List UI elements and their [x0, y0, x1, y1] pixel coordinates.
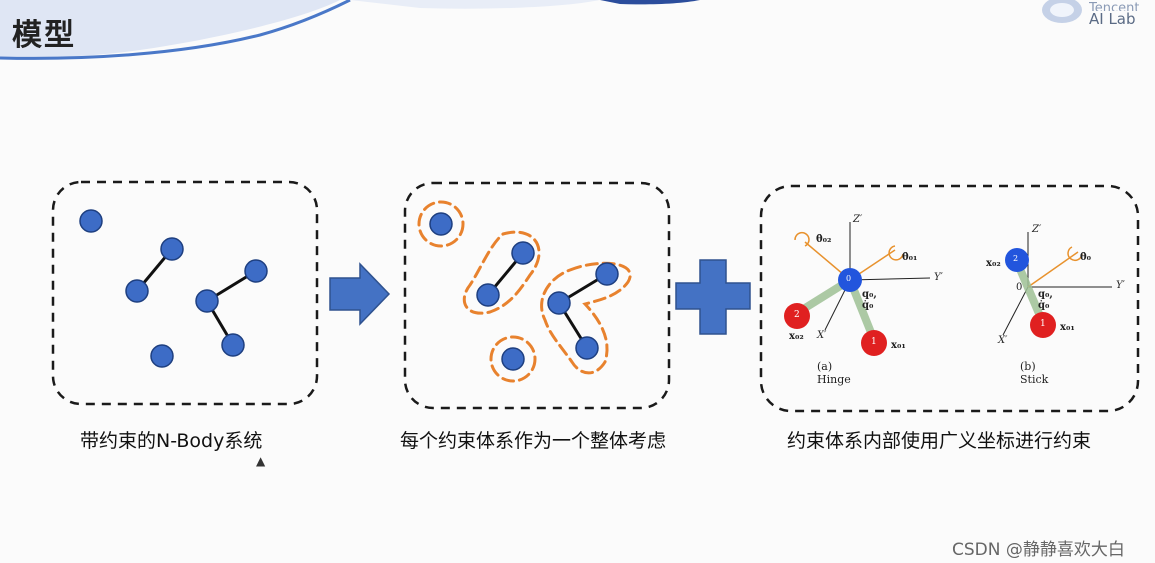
hinge-y-label: Y′ [934, 272, 943, 283]
node [429, 212, 453, 236]
node [547, 291, 571, 315]
hinge-q-label: q₀, q̇₀ [862, 289, 877, 311]
node [221, 333, 245, 357]
panel1-nodes [79, 209, 268, 368]
node [150, 344, 174, 368]
panel2-frame [403, 181, 671, 410]
hinge-x-label: X′ [817, 330, 827, 341]
ball [1030, 312, 1056, 338]
node [595, 262, 619, 286]
node [125, 279, 149, 303]
hinge-theta01: θ̇₀₁ [902, 252, 918, 263]
stick-z-label: Z′ [1032, 224, 1042, 235]
node [476, 283, 500, 307]
hinge-figure [784, 222, 931, 356]
hinge-ball1-label: 1 [871, 337, 877, 347]
watermark: CSDN @静静喜欢大白 [952, 540, 1125, 560]
ball [784, 303, 810, 329]
logo-line1: Tencent [1089, 1, 1140, 11]
stick-x01: x₀₁ [1060, 322, 1075, 333]
logo-text: Tencent AI Lab [1089, 1, 1139, 28]
constraint-group [489, 335, 537, 383]
hinge-ball2-label: 2 [794, 310, 800, 320]
node [160, 237, 184, 261]
panel1-caption: 带约束的N-Body系统 [80, 430, 263, 452]
node [501, 347, 525, 371]
constraint-group [417, 200, 465, 248]
stick-ball1-label: 1 [1040, 319, 1046, 329]
stick-y-label: Y′ [1116, 280, 1125, 291]
stick-origin: 0 [1016, 282, 1023, 293]
logo-mark [1042, 0, 1082, 23]
header-banner [0, 0, 700, 60]
node [511, 241, 535, 265]
stick-x-label: X′ [998, 335, 1008, 346]
node [575, 336, 599, 360]
panel2-caption: 每个约束体系作为一个整体考虑 [400, 430, 667, 452]
ball [838, 268, 862, 292]
mouse-cursor-icon: ▲ [256, 454, 266, 468]
stick-figure [1002, 232, 1112, 338]
node [195, 289, 219, 313]
hinge-caption: (a) Hinge [817, 360, 851, 386]
hinge-z-label: Z′ [853, 214, 863, 225]
logo-line2: AI Lab [1089, 10, 1136, 28]
panel2-graph [486, 252, 608, 349]
panel3-caption: 约束体系内部使用广义坐标进行约束 [787, 430, 1092, 452]
stick-q-label: q₀, q̇₀ [1038, 289, 1053, 311]
panel1-frame [51, 180, 319, 406]
constraint-groups [417, 200, 632, 383]
page-title: 模型 [12, 18, 76, 53]
stick-ball2-label: 2 [1013, 254, 1019, 263]
node [79, 209, 103, 233]
hinge-x02: x₀₂ [789, 331, 804, 342]
stick-theta0: θ̇₀ [1080, 252, 1092, 263]
stick-x02: x₀₂ [986, 258, 1001, 269]
arrow-right-icon [329, 262, 391, 326]
stick-caption: (b) Stick [1020, 360, 1049, 386]
ball [1005, 248, 1029, 272]
panel2-nodes [429, 212, 619, 371]
plus-icon [675, 259, 751, 335]
node [244, 259, 268, 283]
hinge-x01: x₀₁ [891, 340, 906, 351]
constraint-group [462, 230, 541, 315]
ball [861, 330, 887, 356]
hinge-origin: 0 [846, 274, 852, 283]
hinge-theta02: θ̇₀₂ [816, 234, 832, 245]
constraint-group [540, 261, 632, 375]
